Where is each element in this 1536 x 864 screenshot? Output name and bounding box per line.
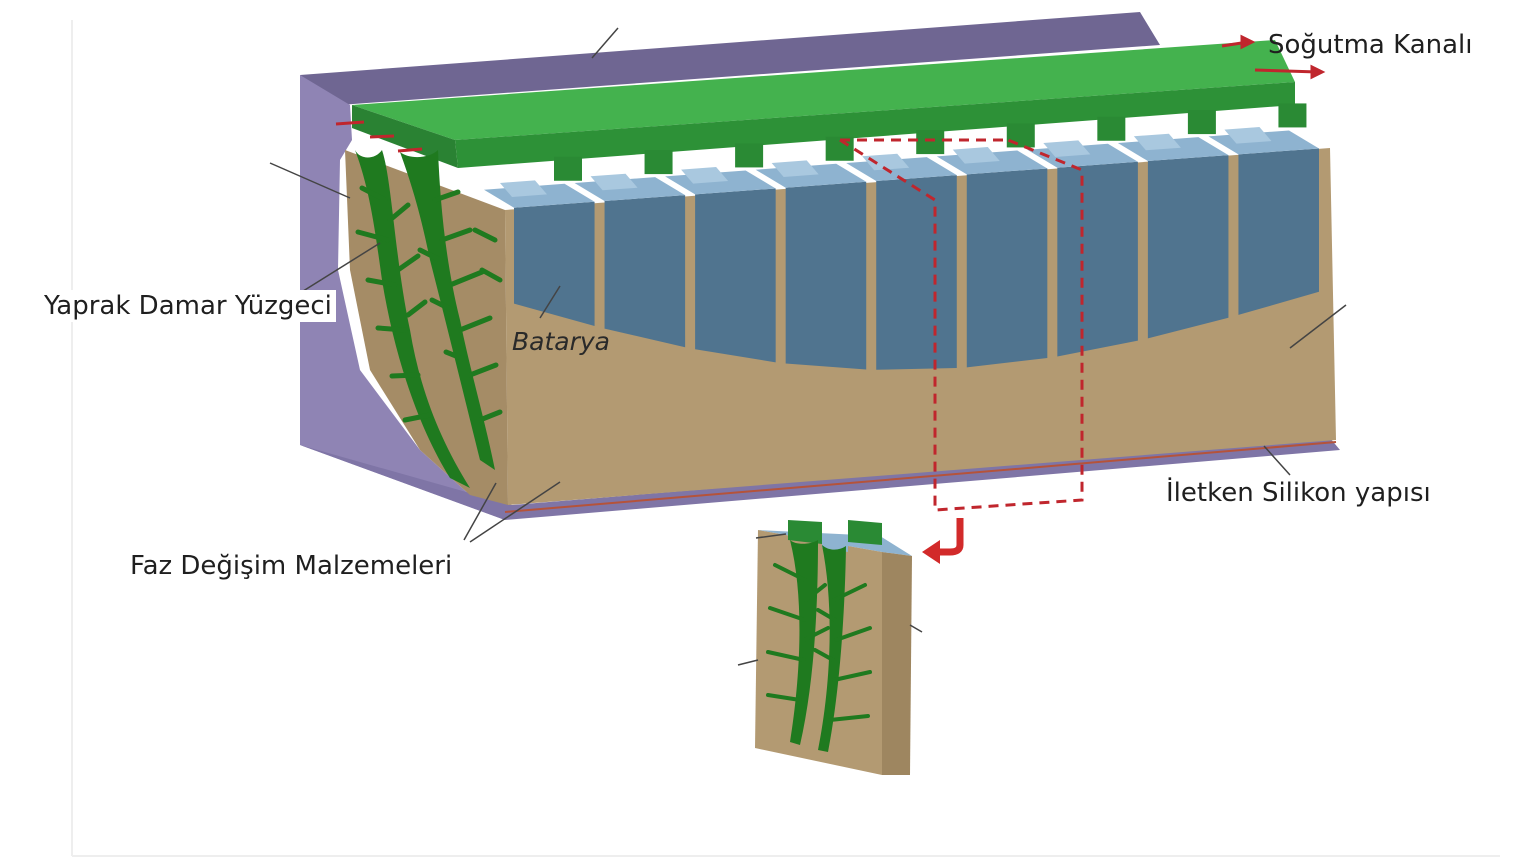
cooling-plate-foot xyxy=(916,130,945,155)
housing-left-wall xyxy=(300,75,512,520)
cooling-plate-foot xyxy=(1097,116,1126,141)
leader-silicon-right xyxy=(1289,304,1347,349)
callout-arrow xyxy=(935,518,964,556)
battery-cell xyxy=(695,188,776,363)
cooling-plate-foot xyxy=(1006,123,1035,148)
cooling-plate-left xyxy=(352,105,458,168)
leader-fin xyxy=(299,242,381,294)
cooling-plate-front xyxy=(455,82,1295,168)
cooling-plate xyxy=(352,40,1307,181)
leader-detail-3 xyxy=(909,624,923,633)
leader-lines xyxy=(269,27,1347,666)
battery-label: Batarya xyxy=(512,327,610,356)
battery-cells xyxy=(484,127,1319,370)
battery-cell xyxy=(966,168,1048,368)
background-frame xyxy=(71,20,1500,857)
leader-detail-2 xyxy=(737,659,759,666)
battery-terminal xyxy=(862,153,910,171)
battery-terminal xyxy=(590,173,638,191)
battery-terminal xyxy=(500,180,547,197)
battery-terminal xyxy=(681,167,729,184)
cooling-plate-foot xyxy=(554,156,582,181)
cooling-plate-foot xyxy=(1278,103,1307,128)
leader-battery xyxy=(539,285,561,319)
cooling-plate-foot xyxy=(735,143,764,168)
leader-pcm-1 xyxy=(463,482,497,541)
phase-change-materials-label: Faz Değişim Malzemeleri xyxy=(130,551,453,581)
battery-terminal xyxy=(1133,133,1181,151)
cooling-plate-feet xyxy=(554,103,1307,181)
leaf-vein-fin xyxy=(355,150,503,488)
battery-cell xyxy=(785,181,867,370)
battery-cell xyxy=(1147,155,1229,339)
callout-arrow-head xyxy=(922,540,940,564)
detail-piece-side xyxy=(882,552,912,775)
battery-cell xyxy=(1238,148,1319,315)
leader-detail-1 xyxy=(755,533,787,539)
conductive-silicon-label: İletken Silikon yapısı xyxy=(1166,478,1431,508)
cooling-channel-label: Soğutma Kanalı xyxy=(1268,30,1473,60)
battery-terminal xyxy=(1043,140,1091,157)
leaf-vein-fin-label: Yaprak Damar Yüzgeci xyxy=(44,290,336,322)
battery-terminal xyxy=(771,160,819,177)
flow-arrows xyxy=(335,34,1326,153)
battery-cell xyxy=(876,175,957,370)
battery-cell xyxy=(1057,161,1138,357)
housing-back-wall xyxy=(300,12,1160,105)
leader-housing xyxy=(269,162,351,199)
cooling-plate-top xyxy=(352,40,1295,140)
cooling-plate-foot xyxy=(644,150,673,175)
leader-pcm-2 xyxy=(469,481,561,543)
cooling-plate-foot xyxy=(1187,110,1216,135)
leader-top xyxy=(591,27,619,59)
battery-cell xyxy=(604,195,686,348)
detail-callout xyxy=(839,138,1084,512)
battery-cell xyxy=(514,201,595,326)
battery-terminal xyxy=(1224,127,1272,144)
detail-cell-piece xyxy=(755,520,912,775)
leader-silicon xyxy=(1263,445,1291,476)
battery-terminal xyxy=(952,147,1000,164)
